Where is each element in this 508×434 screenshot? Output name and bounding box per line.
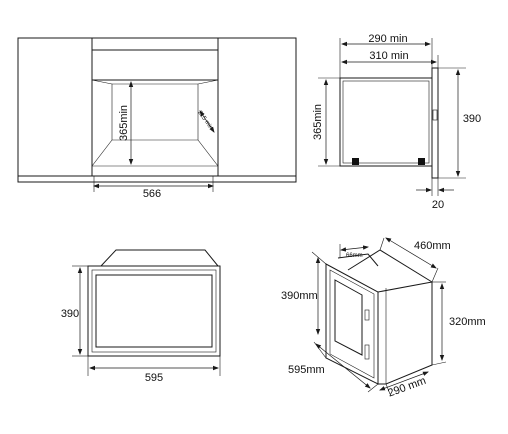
iso-top-trim (337, 253, 379, 267)
niche-edge (197, 79, 219, 85)
front-height-label: 390 (61, 308, 79, 320)
top-trim (100, 249, 219, 267)
door-handle (432, 109, 438, 121)
niche-depth-dimension (199, 110, 215, 133)
iso-body-depth-dimension (379, 371, 429, 391)
extension-line (431, 267, 439, 283)
niche-depth-label: 215 min (196, 110, 213, 131)
iso-top-dimension (340, 245, 369, 252)
iso-depth-label: 460mm (414, 240, 451, 252)
extension-line (311, 251, 327, 265)
iso-width-dimension (315, 343, 371, 389)
side-view: 290 min 310 min 365min 390 20 (312, 33, 481, 211)
iso-body-height-label: 320mm (449, 316, 486, 328)
appliance-inner (342, 80, 430, 164)
extension-line (367, 383, 379, 393)
extension-line (379, 237, 385, 251)
cabinet-front-view: 365min 215 min 566 (17, 37, 297, 200)
iso-control (364, 344, 370, 360)
iso-width-label: 595mm (288, 364, 325, 376)
iso-body-outline (347, 249, 433, 385)
front-thickness-label: 20 (432, 199, 444, 211)
extension-line (431, 361, 447, 366)
iso-front-inner (329, 269, 375, 379)
isometric-view: 460mm 66mm 390mm 320mm 595mm 290 mm (281, 237, 486, 400)
iso-depth-dimension (385, 237, 437, 269)
front-frame-outer (87, 265, 221, 357)
iso-top-label: 66mm (346, 253, 363, 259)
iso-handle (364, 309, 370, 321)
height-label: 390 (463, 113, 481, 125)
iso-height-label: 390mm (281, 290, 318, 302)
iso-door-window (334, 279, 363, 356)
niche-edge (91, 79, 113, 85)
niche-floor-right (197, 139, 219, 167)
foot-rear (352, 158, 359, 165)
iso-body-top-edge (377, 281, 433, 293)
depth-label: 310 min (369, 50, 408, 62)
depth-min-label: 290 min (368, 33, 407, 45)
niche-height-label: 365min (118, 105, 130, 141)
front-frame-mid (91, 269, 217, 353)
appliance-body (339, 77, 433, 167)
front-panel (431, 67, 439, 179)
extension-line (313, 341, 327, 359)
foot-front (418, 158, 425, 165)
niche-width-label: 566 (143, 188, 161, 200)
front-view: 390 595 (61, 249, 221, 384)
cabinet-outline (17, 37, 297, 183)
front-width-label: 595 (145, 372, 163, 384)
cabinet-height-label: 365min (312, 104, 324, 140)
niche-floor-left (91, 139, 113, 167)
front-window (95, 274, 213, 348)
iso-body-depth-label: 290 mm (386, 375, 427, 400)
